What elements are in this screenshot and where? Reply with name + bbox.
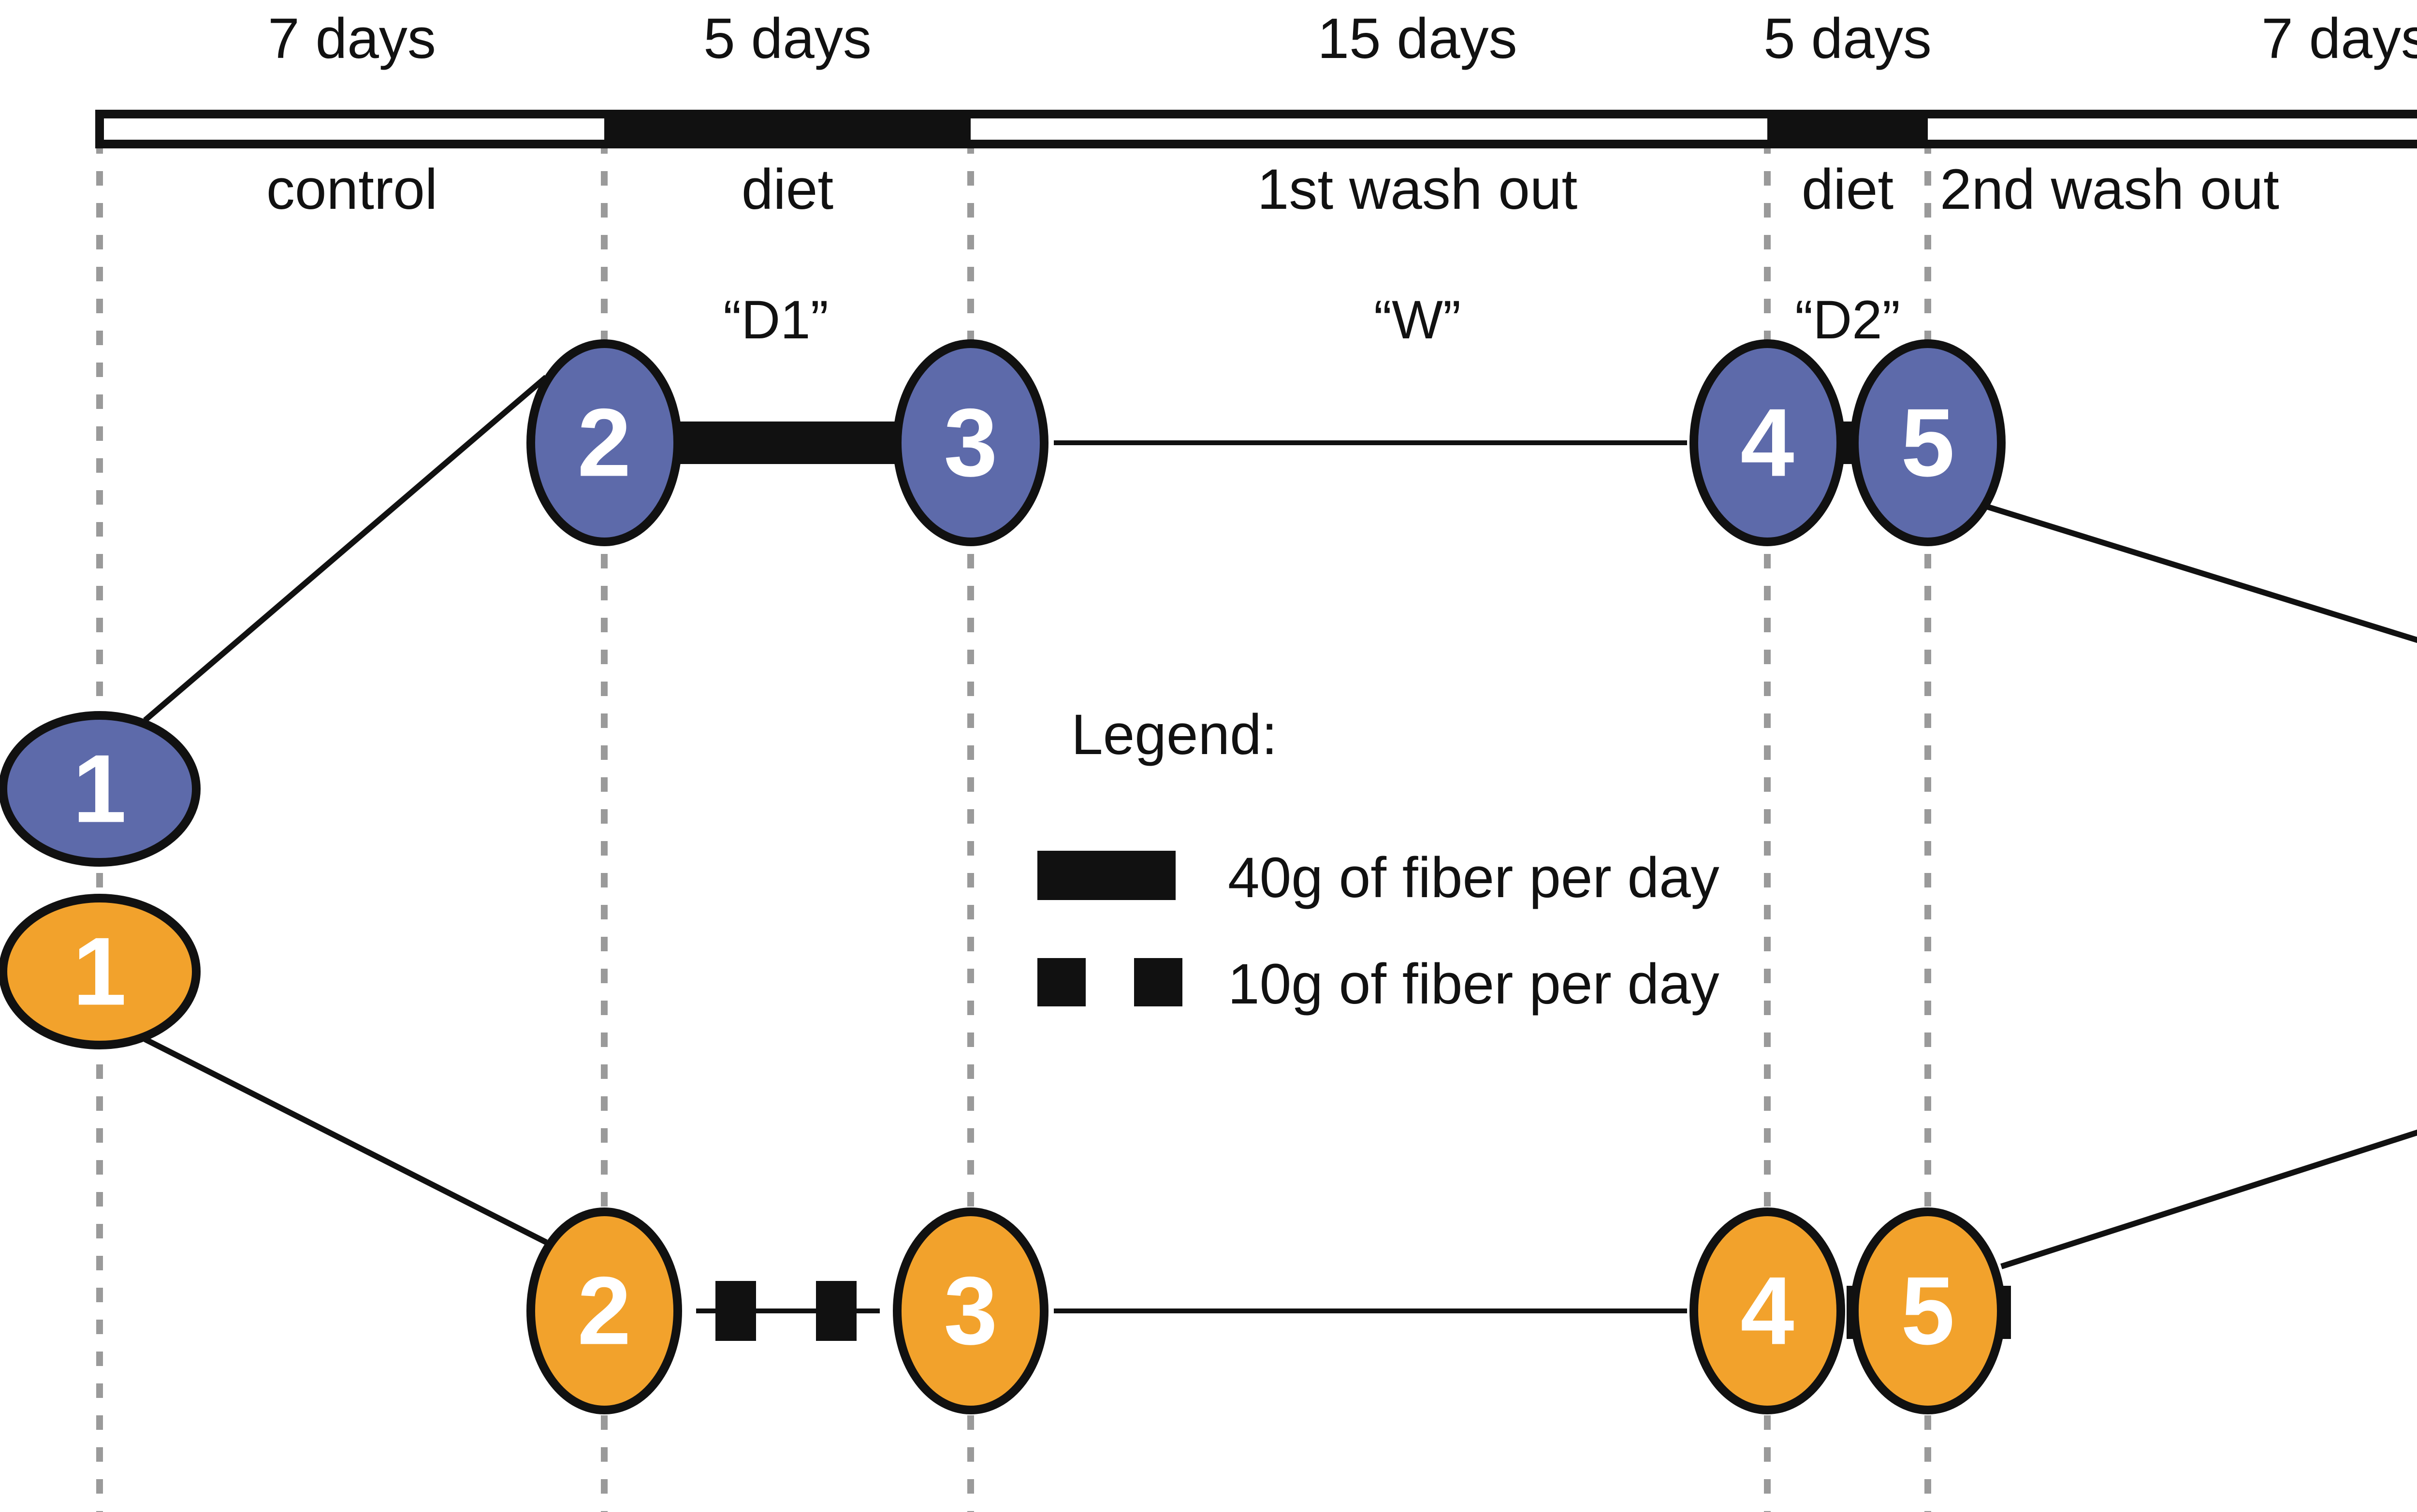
node-circle <box>1689 1207 1845 1414</box>
node-arm-b-5[interactable]: 5 <box>1850 1207 2006 1414</box>
node-label: 5 <box>1901 1257 1954 1365</box>
node-label: 5 <box>1901 389 1954 497</box>
legend-label-40g: 40g of fiber per day <box>1228 846 1719 910</box>
node-arm-a-5[interactable]: 5 <box>1850 339 2006 546</box>
node-arm-a-3[interactable]: 3 <box>893 339 1048 546</box>
arm-a-link-5-6 <box>1986 504 2417 643</box>
node-arm-a-1[interactable]: 1 <box>0 711 201 867</box>
node-circle <box>893 339 1048 546</box>
legend-swatch-dotted-bar-2 <box>1134 958 1182 1006</box>
phase-label-washout-1: 1st wash out <box>1257 158 1577 221</box>
duration-label-2: 15 days <box>1317 7 1517 71</box>
node-circle <box>893 1207 1048 1414</box>
duration-label-0: 7 days <box>268 7 436 71</box>
legend-title: Legend: <box>1071 703 1278 767</box>
arm-b-nodes: 1 2 3 4 5 6 <box>0 894 2006 1414</box>
duration-labels: 7 days 5 days 15 days 5 days 7 days <box>268 7 2417 71</box>
node-arm-b-1[interactable]: 1 <box>0 894 201 1049</box>
node-label: 1 <box>73 918 126 1026</box>
node-arm-a-4[interactable]: 4 <box>1689 339 1845 546</box>
phase-label-diet-1: diet <box>742 158 833 221</box>
duration-label-1: 5 days <box>703 7 872 71</box>
phase-label-diet-2: diet <box>1802 158 1893 221</box>
arm-a-link-1-2 <box>143 375 548 723</box>
arm-b-links <box>144 1036 2417 1341</box>
phase-labels: control diet 1st wash out diet 2nd wash … <box>266 158 2279 221</box>
node-label: 2 <box>577 1257 631 1365</box>
arm-b-link-5-6 <box>2000 1129 2417 1269</box>
arm-b-link-1-2 <box>144 1036 548 1245</box>
timeline-bar <box>95 110 2417 148</box>
node-label: 4 <box>1740 1257 1794 1365</box>
legend-item-10g: 10g of fiber per day <box>1037 952 1719 1016</box>
node-circle <box>1850 339 2006 546</box>
arm-a-links <box>143 375 2417 723</box>
duration-label-4: 7 days <box>2261 7 2417 71</box>
node-arm-b-4[interactable]: 4 <box>1689 1207 1845 1414</box>
phase-code-w: “W” <box>1374 290 1461 350</box>
phase-code-d1: “D1” <box>723 290 829 350</box>
node-arm-b-2[interactable]: 2 <box>526 1207 682 1414</box>
node-label: 3 <box>944 389 997 497</box>
arm-b-link-2-3-dot-1 <box>715 1281 756 1341</box>
arm-b-link-2-3-dot-2 <box>816 1281 857 1341</box>
timeline-segment-diet-1 <box>604 110 971 148</box>
node-circle <box>1850 1207 2006 1414</box>
phase-code-d2: “D2” <box>1795 290 1900 350</box>
node-circle <box>0 711 201 867</box>
legend-swatch-solid-bar <box>1037 851 1176 900</box>
phase-code-labels: “D1” “W” “D2” <box>723 290 1900 350</box>
node-label: 4 <box>1740 389 1794 497</box>
node-circle <box>0 894 201 1049</box>
duration-label-3: 5 days <box>1763 7 1932 71</box>
node-circle <box>1689 339 1845 546</box>
legend-swatch-dotted-bar-1 <box>1037 958 1086 1006</box>
node-arm-b-3[interactable]: 3 <box>893 1207 1048 1414</box>
node-label: 1 <box>73 735 126 843</box>
phase-label-washout-2: 2nd wash out <box>1940 158 2279 221</box>
legend-label-10g: 10g of fiber per day <box>1228 952 1719 1016</box>
timeline-segment-diet-2 <box>1767 110 1928 148</box>
legend: Legend: 40g of fiber per day 10g of fibe… <box>1037 703 1719 1016</box>
arm-a-nodes: 1 2 3 4 5 6 <box>0 339 2006 867</box>
legend-item-40g: 40g of fiber per day <box>1037 846 1719 910</box>
gridlines <box>96 139 1931 1512</box>
node-label: 2 <box>577 389 631 497</box>
node-label: 3 <box>944 1257 997 1365</box>
timeline-bar-frame <box>95 110 2417 148</box>
node-arm-a-2[interactable]: 2 <box>526 339 682 546</box>
node-circle <box>526 1207 682 1414</box>
node-circle <box>526 339 682 546</box>
arm-a-link-2-3-thick <box>677 422 899 464</box>
phase-label-control: control <box>266 158 437 221</box>
